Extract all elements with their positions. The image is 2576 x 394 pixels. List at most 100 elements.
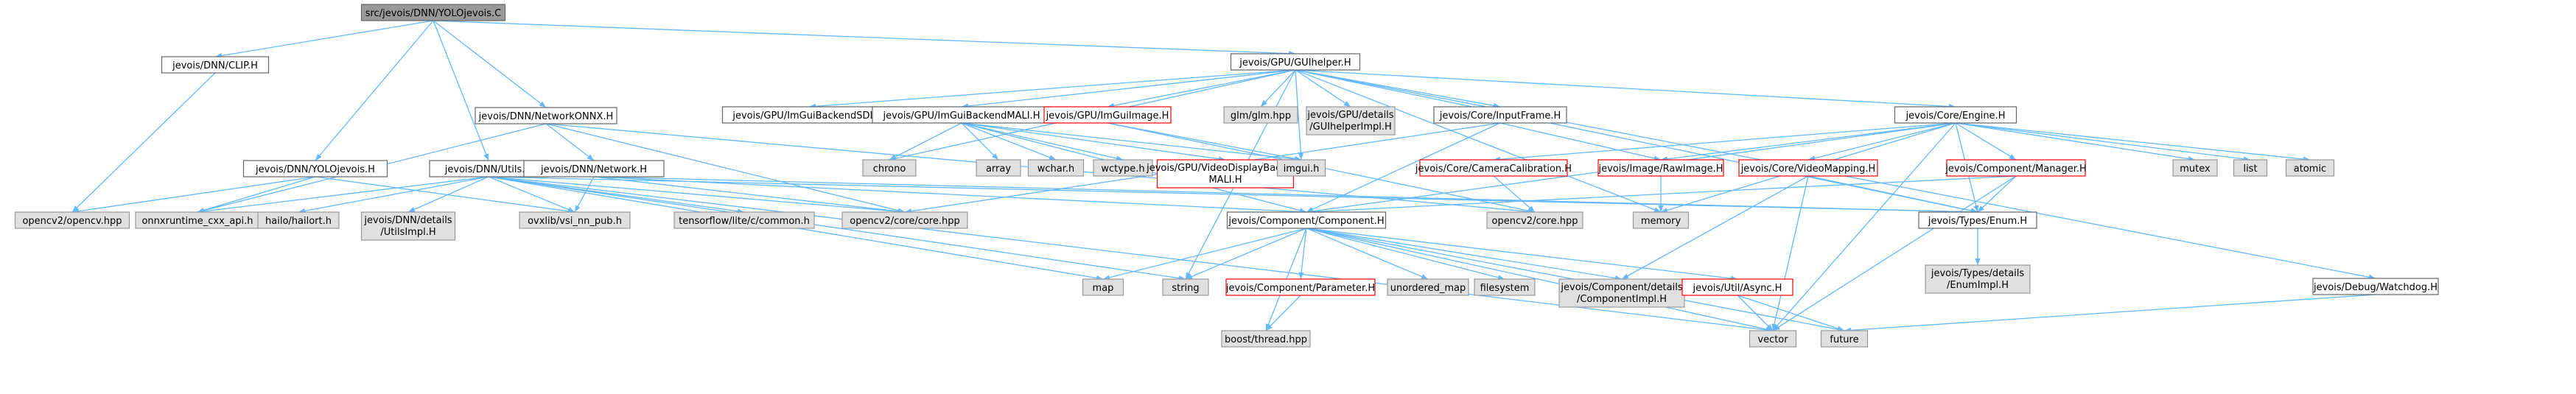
edge-line [1955,122,2311,161]
node-label: jevois/Component/details [1560,282,1682,293]
node-label: wchar.h [1037,163,1075,175]
node-box [2233,159,2268,177]
edge-line [593,176,1978,213]
node-rawimage[interactable]: jevois/Image/RawImage.H [1597,159,1724,177]
edge-arrowhead [408,207,416,212]
edge-line [488,176,906,213]
edge-arrowhead [1298,272,1304,279]
edge-utils_h-to-string [488,176,1186,281]
edge-arrowhead [1261,99,1267,107]
node-label: jevois/Core/Engine.H [1905,110,2006,122]
node-component-h[interactable]: jevois/Component/Component.H [1226,211,1387,229]
node-label: jevois/Debug/Watchdog.H [2313,282,2437,293]
edge-line [71,176,316,213]
node-label: jevois/Core/CameraCalibration.H [1415,163,1572,175]
node-filesystem: filesystem [1474,278,1536,296]
node-box [1597,159,1724,177]
edge-guihelper-to-enum_h [1295,69,1978,214]
edge-guihelper-to-imgui [1295,69,1304,161]
node-parameter[interactable]: jevois/Component/Parameter.H [1225,278,1376,296]
node-box [1225,278,1376,296]
edge-line [1306,228,1505,280]
edge-engine-to-list [1955,122,2251,162]
node-sdl[interactable]: jevois/GPU/ImGuiBackendSDL.H [721,106,897,124]
node-label: atomic [2294,163,2326,175]
node-utils-h[interactable]: jevois/DNN/Utils.H [429,160,548,177]
node-root[interactable]: src/jevois/DNN/YOLOjevois.C [360,4,506,21]
node-inputframe[interactable]: jevois/Core/InputFrame.H [1433,106,1567,124]
node-imguiimage[interactable]: jevois/GPU/ImGuiImage.H [1043,106,1172,124]
edge-arrowhead [575,205,581,212]
edge-mali-to-wchar [961,122,1057,161]
node-label: jevois/Image/RawImage.H [1597,163,1723,175]
node-vector: vector [1749,330,1797,348]
node-async[interactable]: jevois/Util/Async.H [1681,278,1793,296]
node-box [1226,211,1387,229]
edge-line [961,69,1296,108]
edge-line [1260,69,1296,108]
node-label: jevois/Types/Enum.H [1928,216,2027,227]
edge-arrowhead [1186,272,1191,279]
edge-line [1660,122,1956,161]
node-watchdog[interactable]: jevois/Debug/Watchdog.H [2312,278,2439,295]
edge-mali-to-array [961,122,999,161]
node-clip[interactable]: jevois/DNN/CLIP.H [161,56,270,74]
node-label: mutex [2180,163,2211,175]
edge-line [214,20,434,57]
edge-arrowhead [1978,205,1985,212]
node-box [1894,106,2017,124]
node-box [841,211,968,229]
node-yolojevois-h[interactable]: jevois/DNN/YOLOjevois.H [242,160,388,177]
edge-utils_h-to-onnxruntime [197,176,489,214]
edge-component_h-to-string [1185,228,1307,280]
edge-line [433,20,547,108]
edge-line [197,176,316,213]
edge-line [1295,69,1351,108]
node-label: glm/glm.hpp [1231,110,1291,122]
edge-arrowhead [1266,324,1273,331]
node-label: jevois/DNN/CLIP.H [172,60,258,71]
node-box [519,211,631,229]
edge-network_h-to-ovxlib [574,176,595,213]
edge-manager-to-enum_h [1977,175,2017,213]
edge-root-to-guihelper [433,20,1296,57]
edge-line [315,20,434,161]
edge-arrowhead [483,153,489,161]
edge-utils_h-to-hailort [298,176,489,214]
node-box [1082,278,1124,296]
node-guihelper[interactable]: jevois/GPU/GUIhelper.H [1230,53,1361,71]
node-enumimpl: jevois/Types/details/EnumImpl.H [1925,264,2031,294]
edge-engine-to-manager [1955,122,2017,161]
node-label: onnxruntime_cxx_api.h [141,216,253,227]
node-networkonnx[interactable]: jevois/DNN/NetworkONNX.H [475,107,617,124]
node-box [1162,278,1209,296]
edge-line [1306,228,1774,331]
node-cameracal[interactable]: jevois/Core/CameraCalibration.H [1415,159,1572,177]
node-label: MALI.H [1208,175,1242,186]
node-enum-h[interactable]: jevois/Types/Enum.H [1918,211,2037,229]
node-boostthread: boost/thread.hpp [1221,330,1311,348]
node-box [1558,278,1685,308]
edge-arrowhead [1298,152,1304,160]
node-box [2172,159,2218,177]
edge-arrowhead [315,153,322,161]
edge-line [574,176,595,213]
edge-arrowhead [1975,258,1981,265]
edge-line [1295,69,1956,108]
edge-component_h-to-async [1306,228,1738,281]
node-label: jevois/GPU/GUIhelper.H [1239,57,1351,68]
node-box [1221,330,1311,348]
node-network-h[interactable]: jevois/DNN/Network.H [523,160,665,177]
node-mali[interactable]: jevois/GPU/ImGuiBackendMALI.H [872,106,1051,124]
node-box [1419,159,1568,177]
edge-line [1295,69,1978,213]
node-opencv-core-cpp: opencv2/core/core.hpp [841,211,968,229]
node-engine[interactable]: jevois/Core/Engine.H [1894,106,2017,124]
node-label: boost/thread.hpp [1225,334,1307,345]
edge-inputframe-to-rawimage [1499,122,1662,161]
node-manager[interactable]: jevois/Component/Manager.H [1945,159,2087,177]
node-videomapping[interactable]: jevois/Core/VideoMapping.H [1738,159,1878,177]
edge-line [197,176,489,213]
